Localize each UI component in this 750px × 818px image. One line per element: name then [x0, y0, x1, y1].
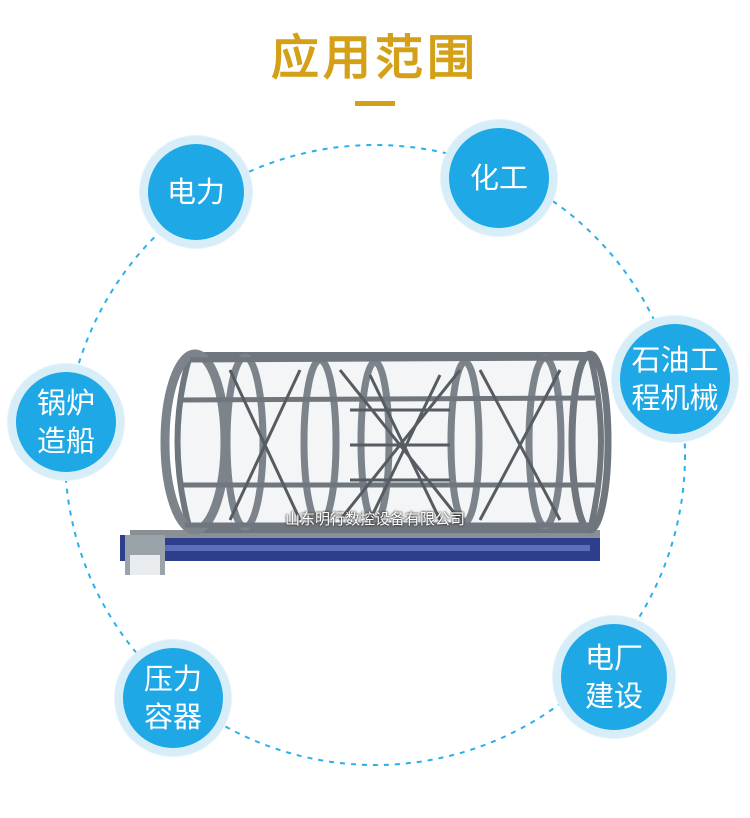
bubble-power-label: 电力	[166, 175, 225, 209]
bubble-pressure-line2: 容器	[143, 700, 202, 734]
bubble-power-plant: 电厂 建设	[553, 616, 675, 738]
bubble-chemical: 化工	[441, 120, 557, 236]
bubble-pressure-line1: 压力	[143, 662, 202, 696]
bubble-pressure-vessel: 压力 容器	[115, 640, 231, 756]
bubble-power: 电力	[140, 136, 252, 248]
page-title: 应用范围	[270, 30, 479, 86]
title-underline	[355, 101, 395, 106]
bubble-chemical-label: 化工	[469, 161, 528, 195]
bubble-petroleum-line2: 程机械	[631, 381, 719, 415]
bubble-boiler-line2: 造船	[36, 424, 95, 458]
bubble-petroleum-line1: 石油工	[631, 343, 719, 377]
company-caption: 山东明行数控设备有限公司	[284, 510, 465, 528]
bubble-petroleum-machinery: 石油工 程机械	[612, 316, 738, 442]
bubble-power-plant-line2: 建设	[584, 679, 643, 713]
bubble-boiler-shipbuilding: 锅炉 造船	[8, 364, 124, 480]
bubble-boiler-line1: 锅炉	[36, 386, 95, 420]
bubble-power-plant-line1: 电厂	[584, 641, 643, 675]
